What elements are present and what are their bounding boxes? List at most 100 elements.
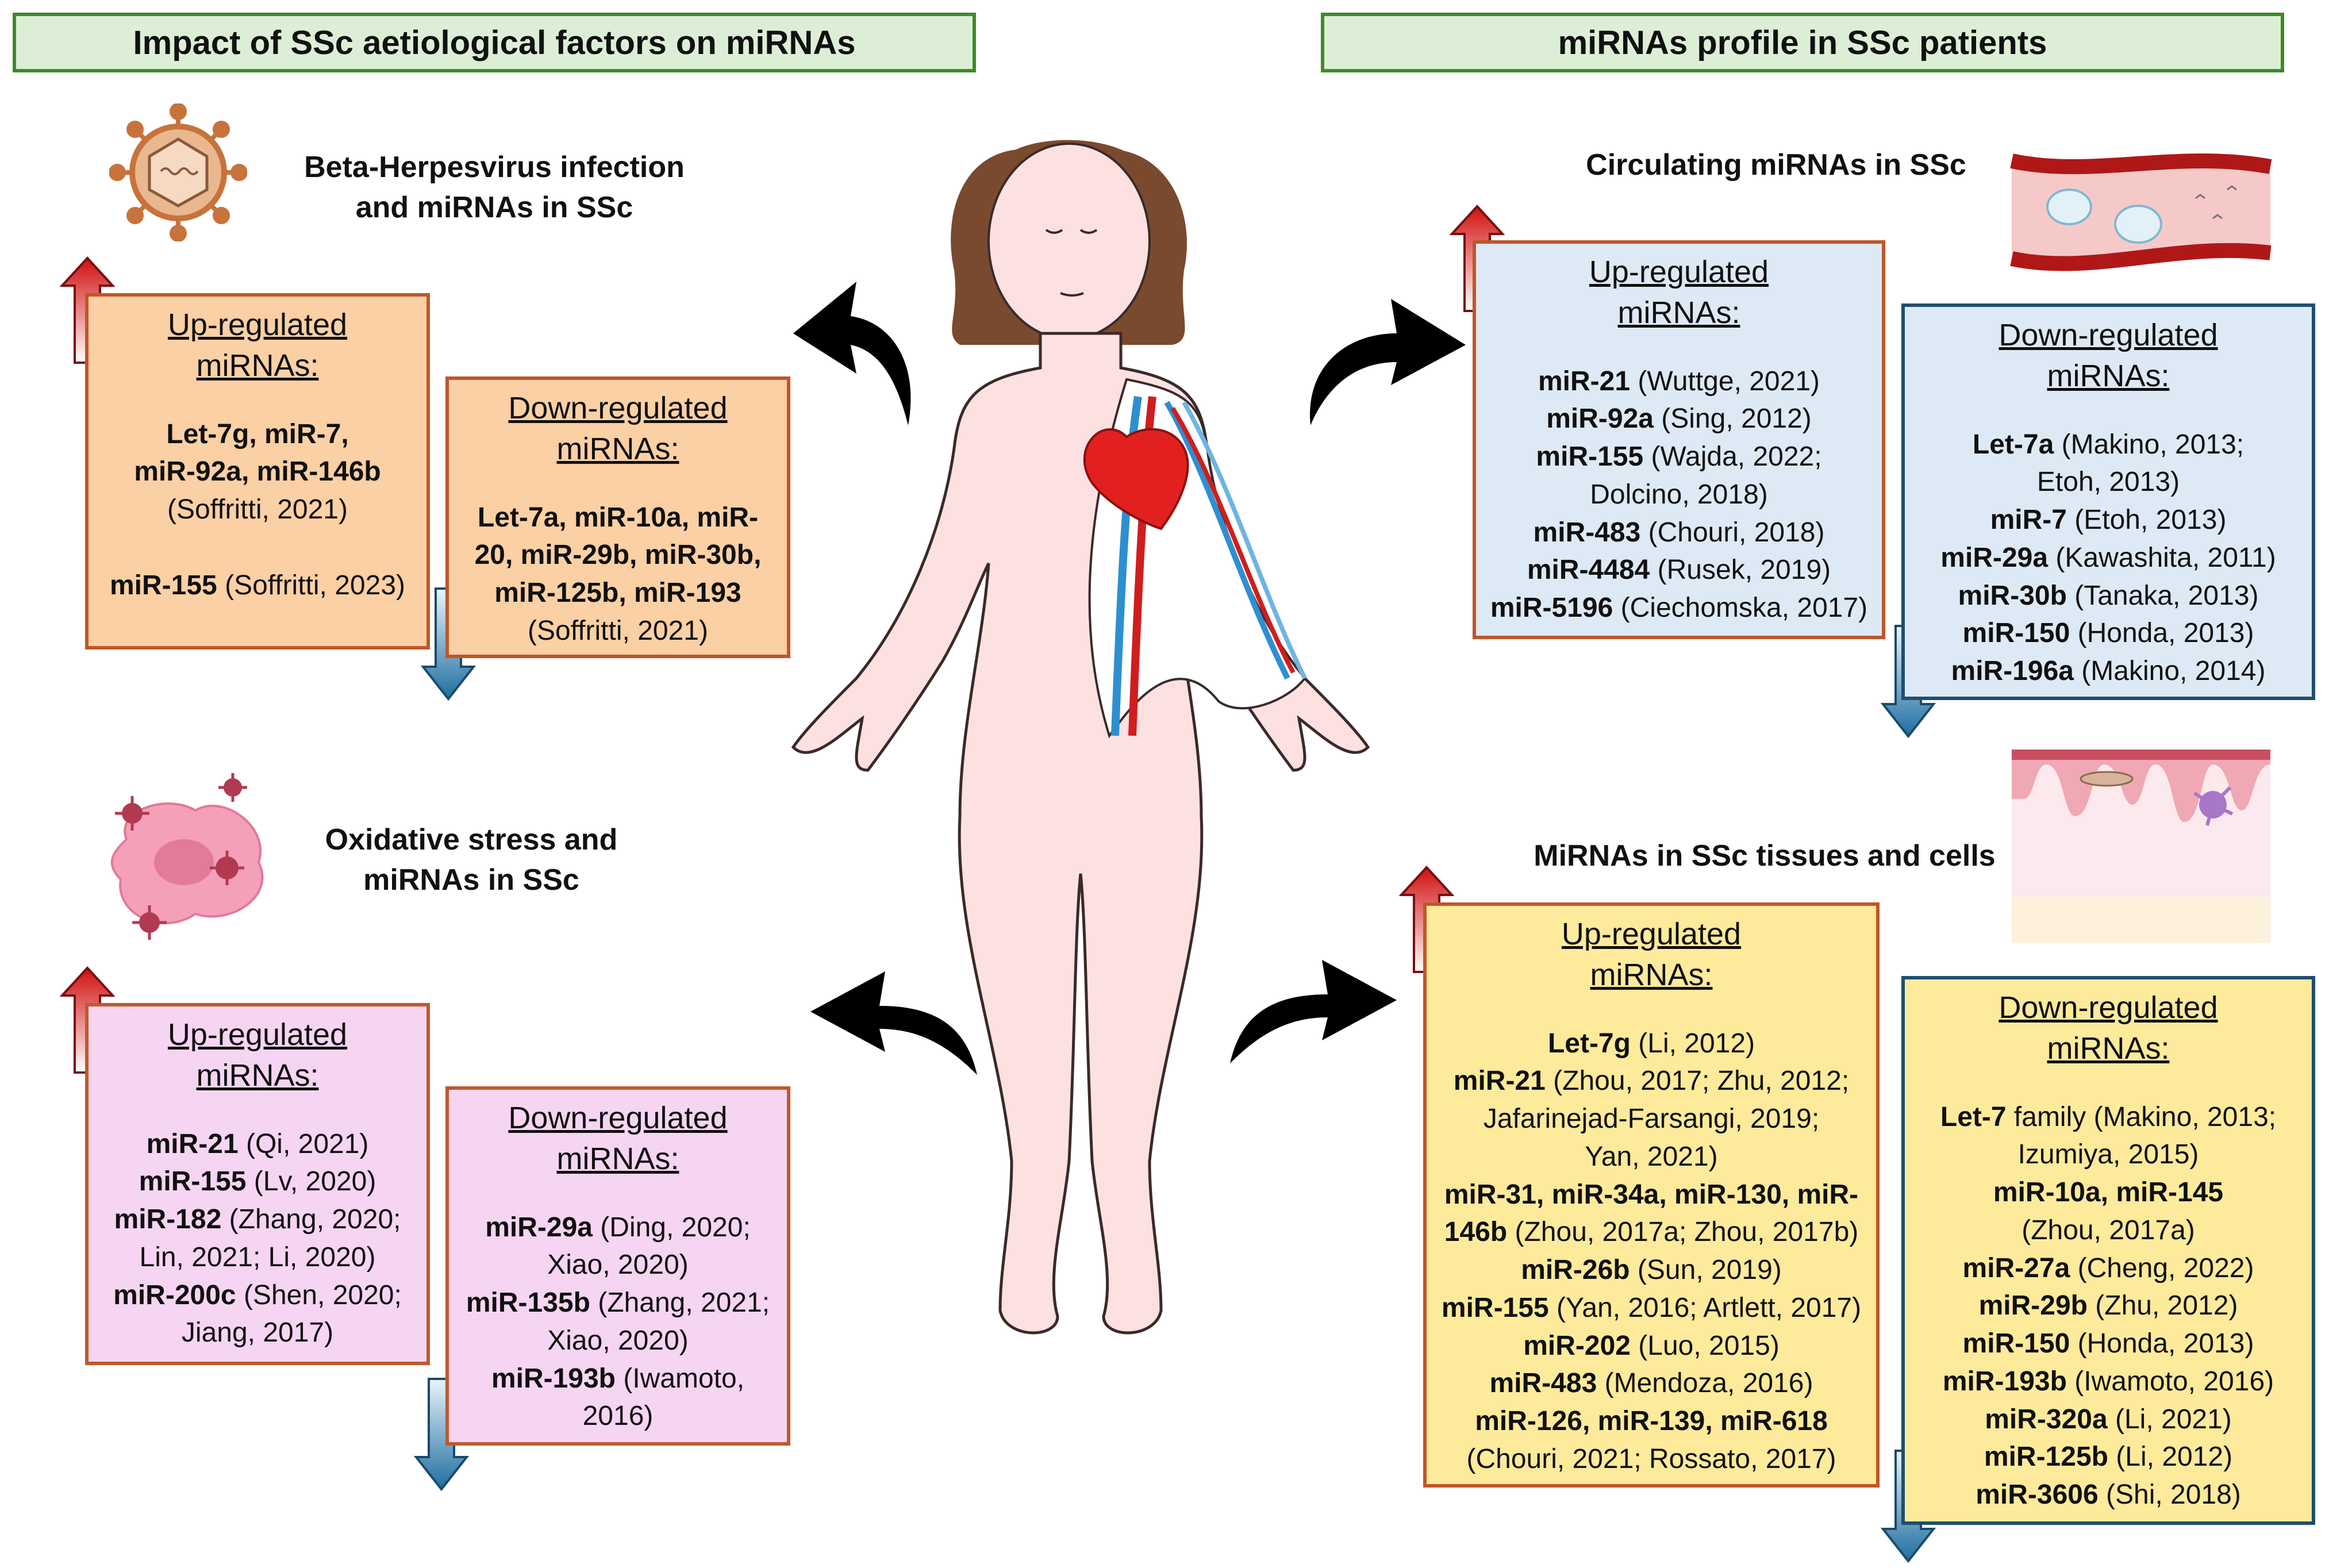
mirna-line: miR-21 (Wuttge, 2021) xyxy=(1476,363,1882,401)
mirna-name: miR-126, miR-139, miR-618 xyxy=(1475,1406,1828,1437)
box-heading: Up-regulated miRNAs: xyxy=(167,1017,348,1093)
mirna-line: 20, miR-29b, miR-30b, xyxy=(449,536,787,574)
mirna-reference: Jafarinejad-Farsangi, 2019; xyxy=(1483,1104,1820,1135)
mirna-name: miR-92a, miR-146b xyxy=(134,456,381,487)
mirna-name: miR-4484 xyxy=(1527,555,1650,586)
blood-vessel-icon xyxy=(2010,153,2272,271)
mirna-line: miR-193b (Iwamoto, xyxy=(449,1360,787,1398)
mirna-reference: (Mendoza, 2016) xyxy=(1597,1368,1813,1399)
skin-tissue-icon xyxy=(2012,750,2270,943)
mirna-line: miR-29b (Zhu, 2012) xyxy=(1905,1287,2312,1325)
mirna-line: miR-182 (Zhang, 2020; xyxy=(89,1201,426,1239)
mirna-reference: (Zhou, 2017a) xyxy=(2021,1215,2195,1246)
mirna-name: miR-135b xyxy=(466,1288,590,1319)
mirna-line: miR-92a, miR-146b xyxy=(89,453,426,491)
mirna-line: miR-150 (Honda, 2013) xyxy=(1905,1325,2312,1363)
mirna-name: miR-21 xyxy=(146,1128,239,1159)
mirna-reference: (Iwamoto, 2016) xyxy=(2066,1366,2274,1397)
mirna-name: miR-92a xyxy=(1546,403,1654,435)
mirna-reference: (Wuttge, 2021) xyxy=(1630,366,1820,397)
mirna-reference: (Ciechomska, 2017) xyxy=(1613,593,1868,624)
mirna-name: Let-7a, miR-10a, miR- xyxy=(477,502,759,533)
mirna-reference: (Li, 2012) xyxy=(2108,1442,2233,1473)
curved-arrow-upper-right xyxy=(1310,299,1466,425)
mirna-reference: (Chouri, 2021; Rossato, 2017) xyxy=(1466,1443,1836,1474)
mirna-reference: (Honda, 2013) xyxy=(2070,618,2254,649)
mirna-name: miR-202 xyxy=(1523,1330,1631,1361)
mirna-reference: Dolcino, 2018) xyxy=(1590,479,1768,510)
mirna-reference: (Soffritti, 2023) xyxy=(217,570,405,601)
mirna-reference: (Qi, 2021) xyxy=(238,1128,369,1159)
virus-icon xyxy=(109,103,247,241)
mirna-line: miR-483 (Mendoza, 2016) xyxy=(1427,1365,1876,1402)
mirna-reference: family (Makino, 2013; xyxy=(2006,1101,2277,1132)
mirna-reference: Yan, 2021) xyxy=(1585,1141,1718,1172)
mirna-name: miR-30b xyxy=(1958,580,2067,611)
circulating-downregulated-box: Down-regulated miRNAs: Let-7a (Makino, 2… xyxy=(1901,303,2315,700)
mirna-name: miR-196a xyxy=(1951,656,2074,687)
mirna-reference: (Zhang, 2021; xyxy=(590,1288,770,1319)
mirna-name: miR-193b xyxy=(1942,1366,2067,1397)
oxidative-cell-icon xyxy=(110,773,264,940)
mirna-line: miR-7 (Etoh, 2013) xyxy=(1905,501,2312,539)
mirna-name: miR-125b, miR-193 xyxy=(494,578,741,609)
mirna-reference: (Luo, 2015) xyxy=(1630,1330,1780,1361)
mirna-line: miR-200c (Shen, 2020; xyxy=(89,1277,426,1315)
section-title-tissues: MiRNAs in SSc tissues and cells xyxy=(1534,839,1996,873)
curved-arrow-upper-left xyxy=(793,282,911,425)
mirna-reference: (Shen, 2020; xyxy=(236,1279,402,1310)
mirna-reference: (Lv, 2020) xyxy=(246,1166,376,1197)
mirna-line: miR-4484 (Rusek, 2019) xyxy=(1476,551,1882,589)
mirna-line: miR-26b (Sun, 2019) xyxy=(1427,1251,1876,1289)
mirna-line: (Chouri, 2021; Rossato, 2017) xyxy=(1427,1440,1876,1478)
mirna-name: miR-150 xyxy=(1962,1328,2070,1359)
mirna-name: miR-320a xyxy=(1985,1404,2108,1435)
mirna-reference: (Etoh, 2013) xyxy=(2066,505,2227,536)
mirna-line: Etoh, 2013) xyxy=(1905,463,2312,501)
mirna-line: Let-7a, miR-10a, miR- xyxy=(449,499,787,537)
mirna-line: Dolcino, 2018) xyxy=(1476,476,1882,514)
mirna-line: (Zhou, 2017a) xyxy=(1905,1212,2312,1250)
mirna-reference: Jiang, 2017) xyxy=(181,1317,334,1348)
mirna-name: miR-155 xyxy=(1441,1292,1549,1323)
mirna-name: miR-29a xyxy=(1940,542,2049,573)
mirna-reference: (Li, 2021) xyxy=(2107,1404,2232,1435)
mirna-name: miR-125b xyxy=(1984,1442,2108,1473)
mirna-reference: (Zhou, 2017a; Zhou, 2017b) xyxy=(1507,1217,1859,1248)
mirna-line: miR-5196 (Ciechomska, 2017) xyxy=(1476,589,1882,627)
mirna-line: miR-3606 (Shi, 2018) xyxy=(1905,1476,2312,1514)
mirna-line: miR-125b (Li, 2012) xyxy=(1905,1438,2312,1476)
mirna-reference: (Chouri, 2018) xyxy=(1640,517,1825,548)
herpes-upregulated-box: Up-regulated miRNAs: Let-7g, miR-7,miR-9… xyxy=(85,293,430,650)
mirna-line: miR-193b (Iwamoto, 2016) xyxy=(1905,1363,2312,1401)
mirna-reference: Xiao, 2020) xyxy=(547,1250,689,1281)
mirna-line: miR-155 (Wajda, 2022; xyxy=(1476,438,1882,476)
mirna-name: Let-7 xyxy=(1940,1101,2007,1132)
mirna-line: Jafarinejad-Farsangi, 2019; xyxy=(1427,1100,1876,1138)
circulating-upregulated-box: Up-regulated miRNAs: miR-21 (Wuttge, 202… xyxy=(1473,240,1885,639)
section-title-oxidative: Oxidative stress and miRNAs in SSc xyxy=(325,823,618,897)
mirna-name: Let-7g xyxy=(1547,1028,1631,1059)
mirna-name: miR-483 xyxy=(1533,517,1641,548)
mirna-line: miR-126, miR-139, miR-618 xyxy=(1427,1402,1876,1440)
herpes-downregulated-box: Down-regulated miRNAs: Let-7a, miR-10a, … xyxy=(445,376,790,658)
mirna-reference: (Kawashita, 2011) xyxy=(2048,542,2276,573)
mirna-reference: (Li, 2012) xyxy=(1630,1028,1755,1059)
mirna-line: miR-21 (Zhou, 2017; Zhu, 2012; xyxy=(1427,1062,1876,1100)
mirna-reference: (Iwamoto, xyxy=(616,1363,745,1394)
mirna-reference: (Rusek, 2019) xyxy=(1650,555,1831,586)
mirna-name: miR-200c xyxy=(113,1279,236,1310)
mirna-name: miR-29a xyxy=(485,1212,593,1243)
box-heading: Up-regulated miRNAs: xyxy=(1561,917,1742,993)
mirna-line: Xiao, 2020) xyxy=(449,1322,787,1360)
box-heading: Down-regulated miRNAs: xyxy=(1999,990,2218,1066)
mirna-name: miR-29b xyxy=(1978,1290,2088,1321)
mirna-line: miR-31, miR-34a, miR-130, miR- xyxy=(1427,1176,1876,1214)
mirna-line: Lin, 2021; Li, 2020) xyxy=(89,1239,426,1277)
mirna-name: miR-10a, miR-145 xyxy=(1993,1177,2224,1208)
mirna-line: miR-150 (Honda, 2013) xyxy=(1905,614,2312,652)
mirna-line: miR-202 (Luo, 2015) xyxy=(1427,1327,1876,1365)
mirna-line xyxy=(89,529,426,567)
mirna-line: miR-27a (Cheng, 2022) xyxy=(1905,1250,2312,1288)
mirna-name: miR-155 xyxy=(109,570,217,601)
